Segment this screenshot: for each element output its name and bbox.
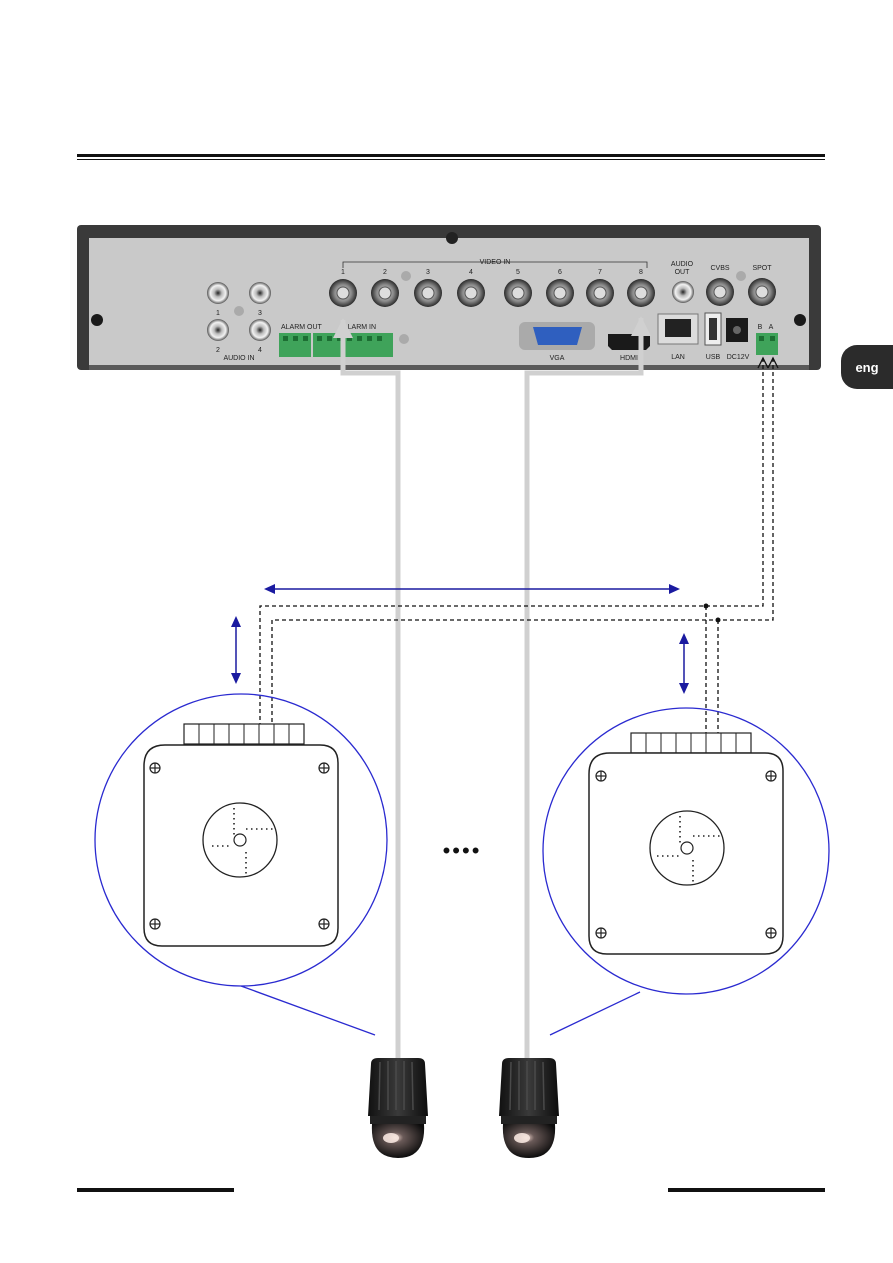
footer-rule-right — [668, 1188, 825, 1192]
screw-icon — [91, 314, 103, 326]
dimension-arrow-vertical-left — [231, 616, 241, 684]
audio-in-group: 1 3 2 4 AUDIO IN — [207, 282, 271, 362]
video-in-channel-1: 1 — [329, 269, 357, 307]
video-in-label: VIDEO IN — [480, 259, 511, 266]
rca-connector-icon — [672, 281, 694, 303]
screw-icon — [794, 314, 806, 326]
video-in-channel-5: 5 — [504, 269, 532, 307]
video-in-channel-3: 3 — [414, 269, 442, 307]
channel-number: 4 — [469, 269, 473, 276]
rca-connector-icon — [249, 282, 271, 304]
spot-port: SPOT — [748, 265, 776, 306]
video-in-channel-4: 4 — [457, 269, 485, 307]
footer-rule-left — [77, 1188, 234, 1192]
dc-power-port: DC12V — [726, 318, 750, 361]
video-cable-ch8 — [524, 316, 651, 1065]
channel-number: 8 — [639, 269, 643, 276]
alarm-in-label: ALARM IN — [343, 324, 376, 331]
audio-in-number: 2 — [216, 347, 220, 354]
camera-terminal-callout-left — [94, 693, 388, 1036]
rs485-terminal: B A — [756, 324, 778, 355]
channel-number: 3 — [426, 269, 430, 276]
audio-in-number: 4 — [258, 347, 262, 354]
vga-label: VGA — [550, 355, 565, 362]
dimension-arrow-horizontal — [264, 584, 680, 594]
hdmi-label: HDMI — [620, 355, 638, 362]
cvbs-port: CVBS — [706, 265, 734, 306]
audio-out-label: AUDIO — [671, 261, 694, 268]
lan-label: LAN — [671, 354, 685, 361]
channel-number: 7 — [598, 269, 602, 276]
cvbs-label: CVBS — [710, 265, 729, 272]
usb-port: USB — [704, 312, 722, 361]
language-tab[interactable]: eng — [841, 345, 893, 389]
channel-number: 1 — [341, 269, 345, 276]
video-in-channel-7: 7 — [586, 269, 614, 307]
audio-out-label: OUT — [675, 269, 691, 276]
vga-port: VGA — [519, 322, 595, 362]
hdmi-port-icon — [608, 334, 650, 350]
audio-out-port: AUDIO OUT — [671, 261, 694, 303]
rca-connector-icon — [207, 282, 229, 304]
ptz-dome-camera-icon — [368, 1058, 428, 1158]
rs485-b-label: B — [758, 324, 763, 331]
rs485-a-label: A — [769, 324, 774, 331]
camera-terminal-callout-right — [542, 707, 830, 1036]
rca-connector-icon — [249, 319, 271, 341]
dvr-rear-panel: 1 3 2 4 AUDIO IN ALARM OUT ALARM IN VIDE… — [77, 225, 821, 370]
spot-label: SPOT — [752, 265, 772, 272]
rca-connector-icon — [207, 319, 229, 341]
alarm-out-label: ALARM OUT — [281, 324, 323, 331]
screw-icon — [149, 762, 330, 930]
channel-number: 6 — [558, 269, 562, 276]
vga-port-icon — [533, 327, 582, 345]
audio-in-label: AUDIO IN — [223, 355, 254, 362]
video-in-channel-2: 2 — [371, 269, 399, 307]
dc-label: DC12V — [727, 354, 750, 361]
video-in-group: VIDEO IN 1 2 3 4 5 — [329, 259, 655, 307]
screw-icon — [595, 770, 777, 939]
alarm-terminals: ALARM OUT ALARM IN — [279, 324, 409, 357]
usb-port-icon — [709, 318, 717, 340]
ptz-dome-camera-icon — [499, 1058, 559, 1158]
channel-number: 2 — [383, 269, 387, 276]
audio-in-number: 1 — [216, 310, 220, 317]
more-cameras-ellipsis: •••• — [443, 838, 482, 863]
video-in-channel-8: 8 — [627, 269, 655, 307]
audio-in-number: 3 — [258, 310, 262, 317]
lan-port: LAN — [657, 313, 699, 361]
usb-label: USB — [706, 354, 721, 361]
header-rule — [77, 154, 825, 160]
video-in-channel-6: 6 — [546, 269, 574, 307]
channel-number: 5 — [516, 269, 520, 276]
dimension-arrow-vertical-right — [679, 633, 689, 694]
rs485-bus — [259, 358, 774, 735]
lan-port-icon — [665, 319, 691, 337]
video-cable-ch1 — [333, 318, 401, 1065]
